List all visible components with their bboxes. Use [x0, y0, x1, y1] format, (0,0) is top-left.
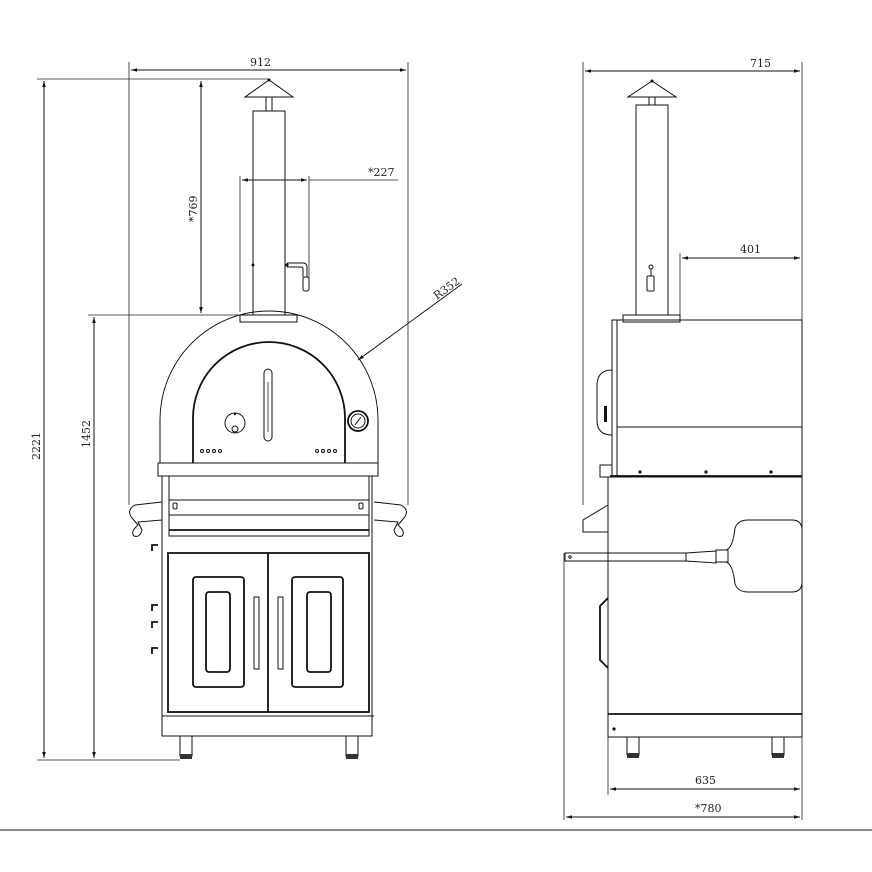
dimension-overall-width: 912 — [128, 56, 409, 505]
dim-label-769: *769 — [187, 196, 200, 223]
dim-label-635: 635 — [695, 774, 716, 787]
dimension-base-height: 1452 — [80, 314, 240, 758]
chimney-side — [622, 79, 681, 323]
dim-label-780: *780 — [695, 802, 722, 815]
chimney — [239, 78, 310, 323]
dimension-overall-depth: 715 — [582, 57, 803, 505]
dim-label-715: 715 — [750, 57, 771, 70]
dimension-cabinet-depth: 635 — [607, 737, 803, 820]
cabinet-front — [151, 462, 379, 759]
side-handle-left — [129, 501, 163, 537]
oven-side — [596, 319, 803, 478]
dimension-overall-height: 2221 — [30, 78, 270, 761]
dim-label-401: 401 — [740, 243, 761, 256]
vent-holes-right — [315, 449, 337, 453]
dim-label-1452: 1452 — [80, 420, 93, 448]
dimension-chimney-to-back: 401 — [679, 243, 800, 318]
oven-dome — [159, 310, 379, 463]
dim-label-R352: R352 — [431, 275, 462, 303]
side-view: 715 401 — [563, 57, 803, 820]
dimension-overall-depth-peel: *780 — [563, 553, 800, 820]
front-view: 912 2221 1452 *769 *227 — [30, 56, 462, 761]
cabinet-side — [564, 476, 803, 758]
vent-holes-left — [200, 449, 222, 453]
side-handle-right — [373, 501, 407, 537]
dim-label-227: *227 — [368, 166, 395, 179]
dim-label-2221: 2221 — [30, 432, 43, 460]
dim-label-912: 912 — [250, 56, 271, 69]
dimension-dome-radius: R352 — [357, 275, 462, 361]
dimension-chimney-height: *769 — [187, 81, 203, 313]
dimension-chimney-offset: *227 — [239, 166, 398, 312]
page-divider — [0, 829, 872, 831]
